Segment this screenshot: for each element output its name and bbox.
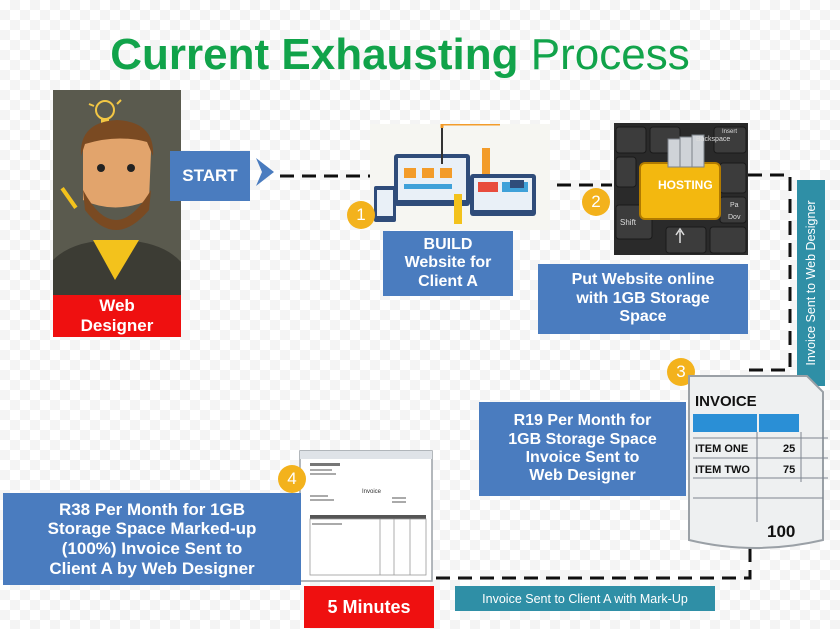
step-1-badge: 1 bbox=[347, 201, 375, 229]
web-designer-label: Web Designer bbox=[53, 295, 181, 337]
svg-text:Insert: Insert bbox=[722, 129, 737, 135]
start-button: START bbox=[170, 151, 250, 201]
title-regular: Process bbox=[518, 30, 690, 79]
invoice-total: 100 bbox=[767, 522, 795, 541]
invoice-doc-heading: Invoice bbox=[362, 489, 382, 495]
website-build-illustration bbox=[370, 124, 550, 230]
step-4-badge: 4 bbox=[278, 465, 306, 493]
invoice-card-illustration: INVOICE ITEM ONE 25 ITEM TWO 75 100 bbox=[688, 375, 828, 549]
step-4-box: R38 Per Month for 1GB Storage Space Mark… bbox=[3, 493, 301, 585]
title-bold: Current Exhausting bbox=[110, 30, 519, 79]
invoice-item-two-label: ITEM TWO bbox=[695, 464, 750, 476]
invoice-to-client-label: Invoice Sent to Client A with Mark-Up bbox=[455, 586, 715, 611]
invoice-document-illustration: Invoice bbox=[299, 450, 433, 582]
step-3-box: R19 Per Month for 1GB Storage Space Invo… bbox=[479, 402, 686, 496]
step-2-box: Put Website online with 1GB Storage Spac… bbox=[538, 264, 748, 334]
step-1-box: BUILD Website for Client A bbox=[383, 231, 513, 296]
invoice-item-two-amount: 75 bbox=[783, 464, 795, 476]
hosting-keyboard-illustration: HOSTING Backspace Shift Pa Dov Insert bbox=[614, 123, 748, 255]
svg-text:Shift: Shift bbox=[620, 218, 637, 227]
invoice-item-one-label: ITEM ONE bbox=[695, 443, 748, 455]
web-designer-illustration bbox=[53, 90, 181, 295]
connector-hosting-to-invoice bbox=[745, 173, 792, 372]
connector-invoice-to-doc bbox=[434, 548, 752, 580]
invoice-item-one-amount: 25 bbox=[783, 443, 795, 455]
step-2-badge: 2 bbox=[582, 188, 610, 216]
invoice-card-title: INVOICE bbox=[695, 393, 757, 410]
svg-text:Backspace: Backspace bbox=[696, 136, 730, 143]
invoice-to-designer-label: Invoice Sent to Web Designer bbox=[797, 180, 825, 386]
page-title: Current Exhausting Process bbox=[0, 30, 800, 80]
hosting-key-label: HOSTING bbox=[658, 178, 713, 192]
svg-text:Dov: Dov bbox=[728, 214, 741, 221]
chevron-right-icon bbox=[256, 158, 274, 186]
time-label: 5 Minutes bbox=[304, 586, 434, 628]
svg-text:Pa: Pa bbox=[730, 202, 739, 209]
